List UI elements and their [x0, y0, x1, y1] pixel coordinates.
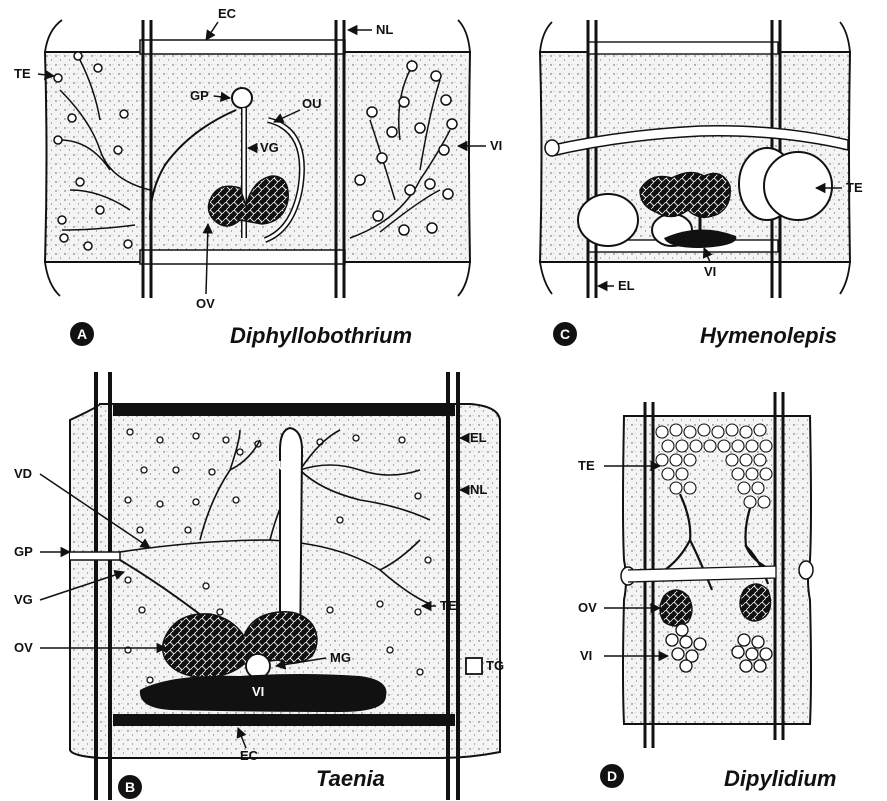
label-b-mg: MG	[330, 650, 351, 665]
label-b-tg: TG	[486, 658, 504, 673]
panel-b-letter: B	[125, 779, 135, 795]
label-d-vi: VI	[580, 648, 592, 663]
label-a-te: TE	[14, 66, 31, 81]
label-a-nl: NL	[376, 22, 393, 37]
label-b-ov: OV	[14, 640, 33, 655]
label-a-ov: OV	[196, 296, 215, 311]
panel-d-letter: D	[607, 768, 617, 784]
label-c-el: EL	[618, 278, 635, 293]
label-b-ut: UT	[278, 458, 295, 473]
genital-pore-a	[232, 88, 252, 108]
label-b-vd: VD	[14, 466, 32, 481]
label-b-el: EL	[470, 430, 487, 445]
panel-d: TE OV VI D Dipylidium	[578, 392, 836, 791]
label-b-te: TE	[440, 598, 457, 613]
panel-a-genus: Diphyllobothrium	[230, 323, 412, 348]
label-d-ov: OV	[578, 600, 597, 615]
label-a-gp: GP	[190, 88, 209, 103]
label-b-nl: NL	[470, 482, 487, 497]
label-b-vi: VI	[252, 684, 264, 699]
label-b-vg: VG	[14, 592, 33, 607]
panel-c: TE VI EL C Hymenolepis	[540, 20, 863, 348]
label-c-te: TE	[846, 180, 863, 195]
label-a-ou: OU	[302, 96, 322, 111]
panel-d-genus: Dipylidium	[724, 766, 836, 791]
ovary-c	[640, 172, 730, 217]
label-b-ec: EC	[240, 748, 259, 763]
label-d-te: TE	[578, 458, 595, 473]
label-b-ot: OT	[250, 658, 268, 673]
panel-c-genus: Hymenolepis	[700, 323, 837, 348]
label-a-vg: VG	[260, 140, 279, 155]
panel-a-letter: A	[77, 326, 87, 342]
label-c-vi: VI	[704, 264, 716, 279]
label-a-vi: VI	[490, 138, 502, 153]
label-a-ec: EC	[218, 6, 237, 21]
panel-c-letter: C	[560, 326, 570, 342]
panel-a: EC NL TE GP OU VG VI OV A Diphyllobothri…	[14, 6, 502, 348]
panel-b: EL NL VD GP VG OV UT TE OT MG VI TG EC B…	[14, 372, 504, 800]
panel-b-genus: Taenia	[316, 766, 385, 791]
label-b-gp: GP	[14, 544, 33, 559]
